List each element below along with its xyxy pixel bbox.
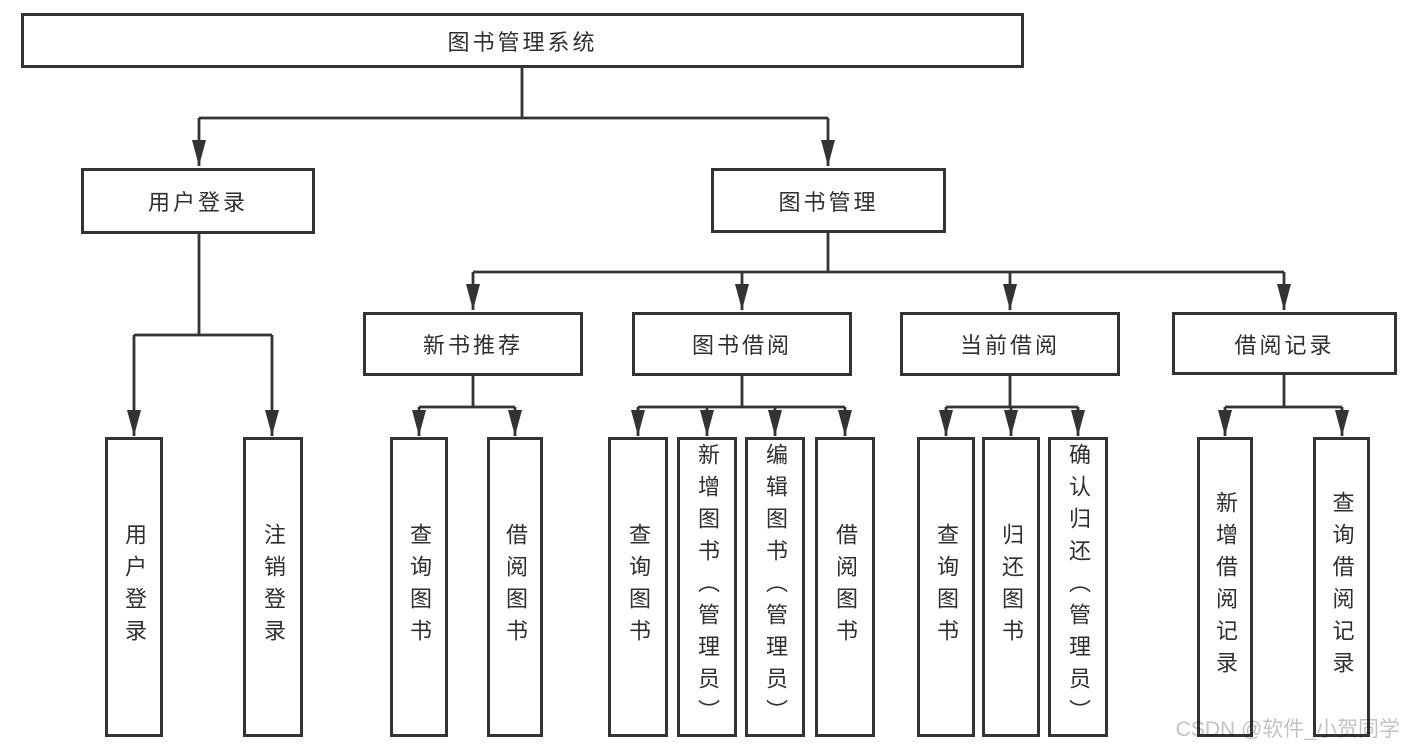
connector-group [127, 68, 1349, 436]
leaf-label: 新增图书（管理员） [695, 443, 720, 731]
node-label: 图书借阅 [691, 333, 792, 358]
leaf-borrow-books-recommend: 借阅图书 [487, 437, 543, 737]
node-label: 新书推荐 [422, 333, 523, 358]
node-book-management: 图书管理 [711, 168, 946, 233]
leaf-query-borrow-record: 查询借阅记录 [1313, 437, 1370, 737]
leaf-label: 确认归还（管理员） [1066, 443, 1091, 731]
node-current-borrow: 当前借阅 [900, 312, 1120, 376]
node-label: 当前借阅 [959, 333, 1060, 358]
leaf-label: 编辑图书（管理员） [763, 443, 788, 731]
node-label: 用户登录 [147, 190, 248, 215]
leaf-logout: 注销登录 [243, 437, 303, 737]
node-book-borrow: 图书借阅 [632, 312, 852, 376]
node-label: 借阅记录 [1234, 332, 1335, 358]
leaf-return-books: 归还图书 [982, 437, 1040, 737]
node-new-book-recommend: 新书推荐 [363, 312, 583, 376]
node-borrow-records: 借阅记录 [1172, 312, 1397, 375]
leaf-add-borrow-record: 新增借阅记录 [1197, 437, 1253, 737]
csdn-watermark: CSDN @软件_小贺同学 [1175, 718, 1400, 741]
leaf-borrow-books: 借阅图书 [815, 437, 875, 737]
leaf-label: 归还图书 [999, 523, 1024, 651]
leaf-label: 借阅图书 [833, 523, 858, 651]
leaf-query-books-recommend: 查询图书 [390, 437, 448, 737]
leaf-label: 查询图书 [626, 523, 651, 651]
leaf-label: 新增借阅记录 [1213, 491, 1238, 683]
node-label: 图书管理系统 [447, 29, 598, 55]
leaf-query-books-borrow: 查询图书 [608, 437, 668, 737]
leaf-user-login: 用户登录 [105, 437, 163, 737]
node-label: 图书管理 [778, 189, 879, 215]
leaf-label: 查询借阅记录 [1329, 491, 1355, 683]
leaf-label: 查询图书 [934, 523, 959, 651]
node-user-login: 用户登录 [81, 168, 315, 234]
leaf-confirm-return-admin: 确认归还（管理员） [1048, 437, 1108, 737]
node-library-system: 图书管理系统 [21, 13, 1024, 68]
leaf-label: 借阅图书 [503, 523, 528, 651]
leaf-label: 注销登录 [261, 523, 286, 651]
leaf-add-books-admin: 新增图书（管理员） [677, 437, 737, 737]
leaf-query-books-current: 查询图书 [917, 437, 975, 737]
leaf-label: 用户登录 [122, 523, 147, 651]
leaf-edit-books-admin: 编辑图书（管理员） [745, 437, 805, 737]
leaf-label: 查询图书 [407, 523, 432, 651]
